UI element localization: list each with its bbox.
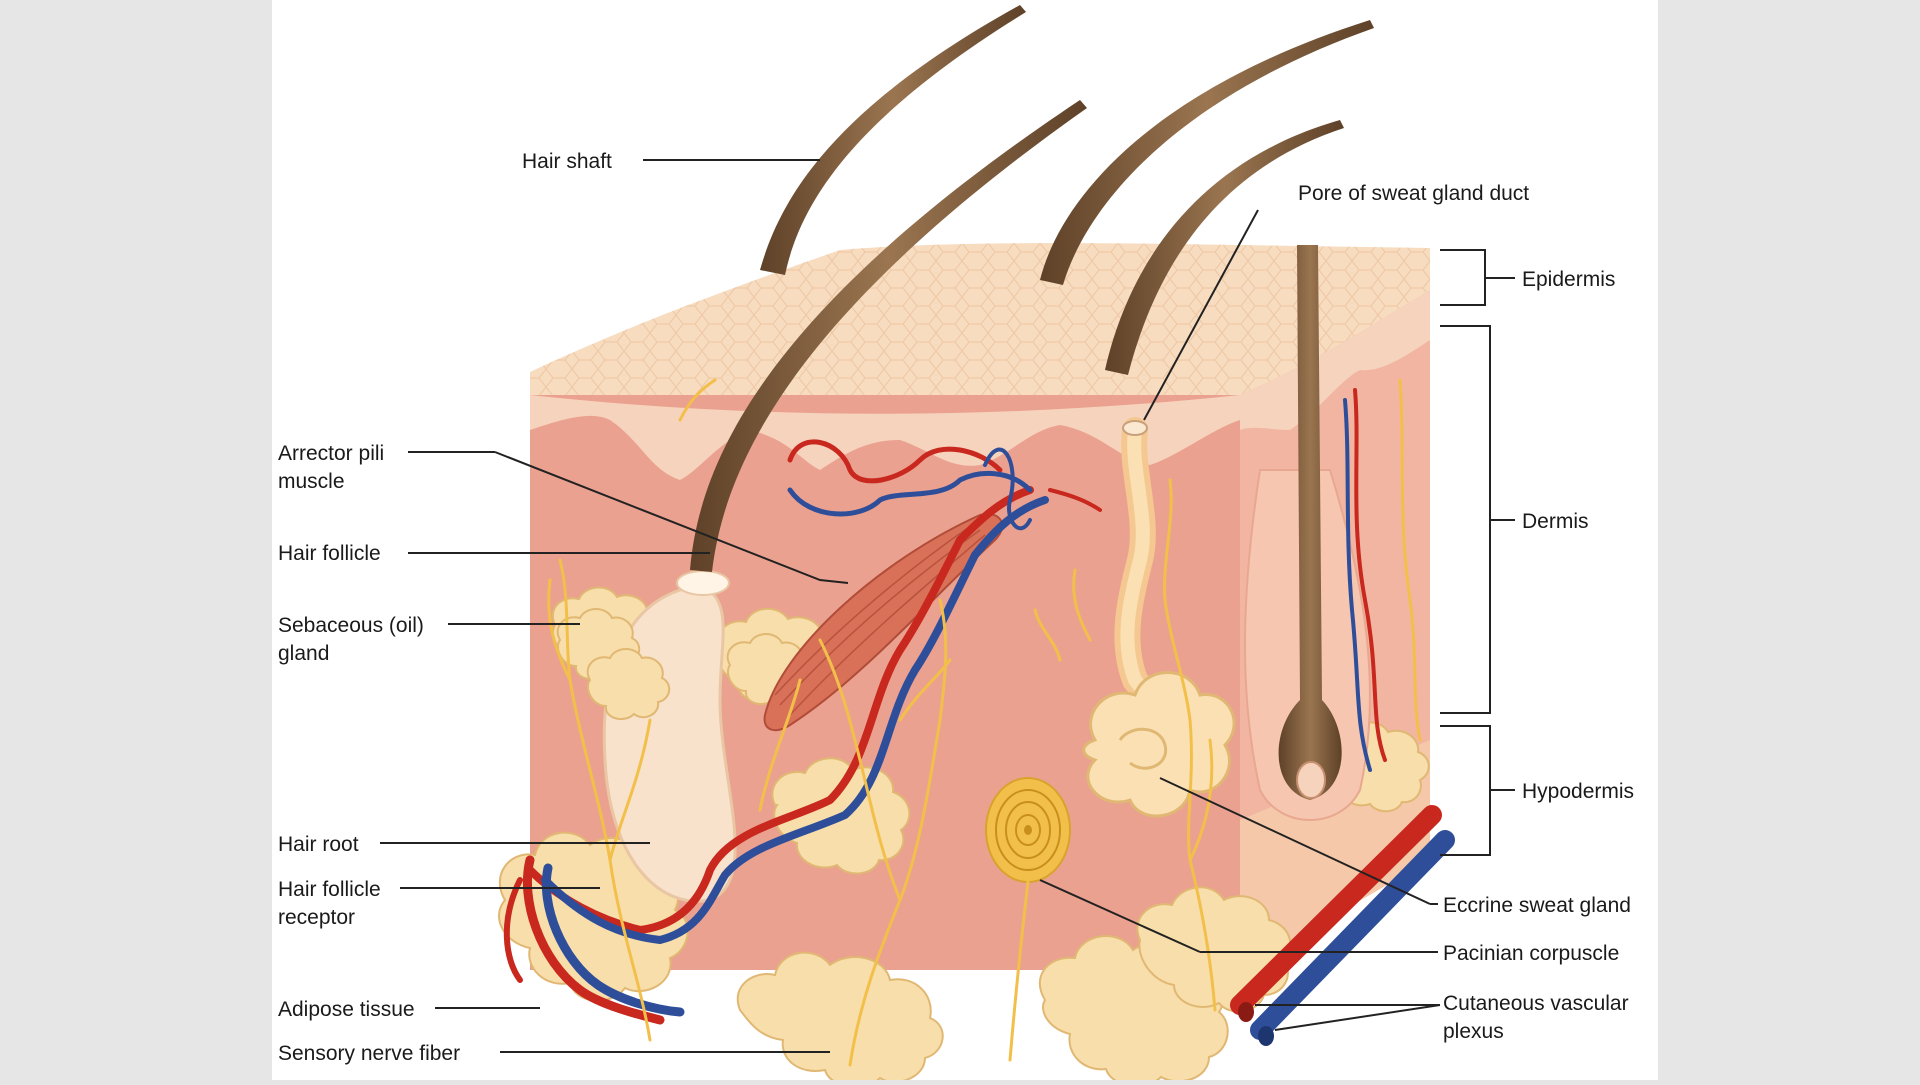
hair-shafts: [690, 5, 1374, 572]
sensory-nerves: [547, 378, 1422, 1067]
sebaceous-gland: [556, 608, 811, 721]
label-epidermis: Epidermis: [1522, 268, 1615, 291]
label-dermis: Dermis: [1522, 510, 1589, 533]
hair-follicle-right: [1244, 245, 1371, 821]
label-hair-follicle-receptor: Hair follicle receptor: [278, 878, 387, 929]
label-hypodermis: Hypodermis: [1522, 780, 1634, 803]
leader-lines: [380, 159, 1515, 1053]
label-cutaneous-vascular-plexus: Cutaneous vascular plexus: [1443, 992, 1634, 1043]
epidermis-front-edge: [530, 372, 1240, 480]
sweat-pore: [1122, 420, 1148, 436]
label-pacinian-corpuscle: Pacinian corpuscle: [1443, 942, 1619, 965]
label-adipose-tissue: Adipose tissue: [278, 998, 415, 1021]
label-pore-of-sweat-gland-duct: Pore of sweat gland duct: [1298, 182, 1529, 205]
label-arrector-pili-muscle: Arrector pili muscle: [278, 442, 390, 493]
labels: Hair shaft Arrector pili muscle Hair fol…: [278, 150, 1634, 1065]
label-sebaceous-gland: Sebaceous (oil) gland: [278, 614, 430, 665]
eccrine-sweat-gland: [1082, 671, 1236, 818]
skin-block: [498, 5, 1455, 1085]
label-hair-shaft: Hair shaft: [522, 150, 612, 173]
label-hair-root: Hair root: [278, 833, 359, 856]
label-sensory-nerve-fiber: Sensory nerve fiber: [278, 1042, 460, 1065]
label-hair-follicle: Hair follicle: [278, 542, 381, 565]
blood-vessels: [503, 388, 1455, 1046]
pacinian-corpuscle: [985, 777, 1071, 883]
label-eccrine-sweat-gland: Eccrine sweat gland: [1443, 894, 1631, 917]
